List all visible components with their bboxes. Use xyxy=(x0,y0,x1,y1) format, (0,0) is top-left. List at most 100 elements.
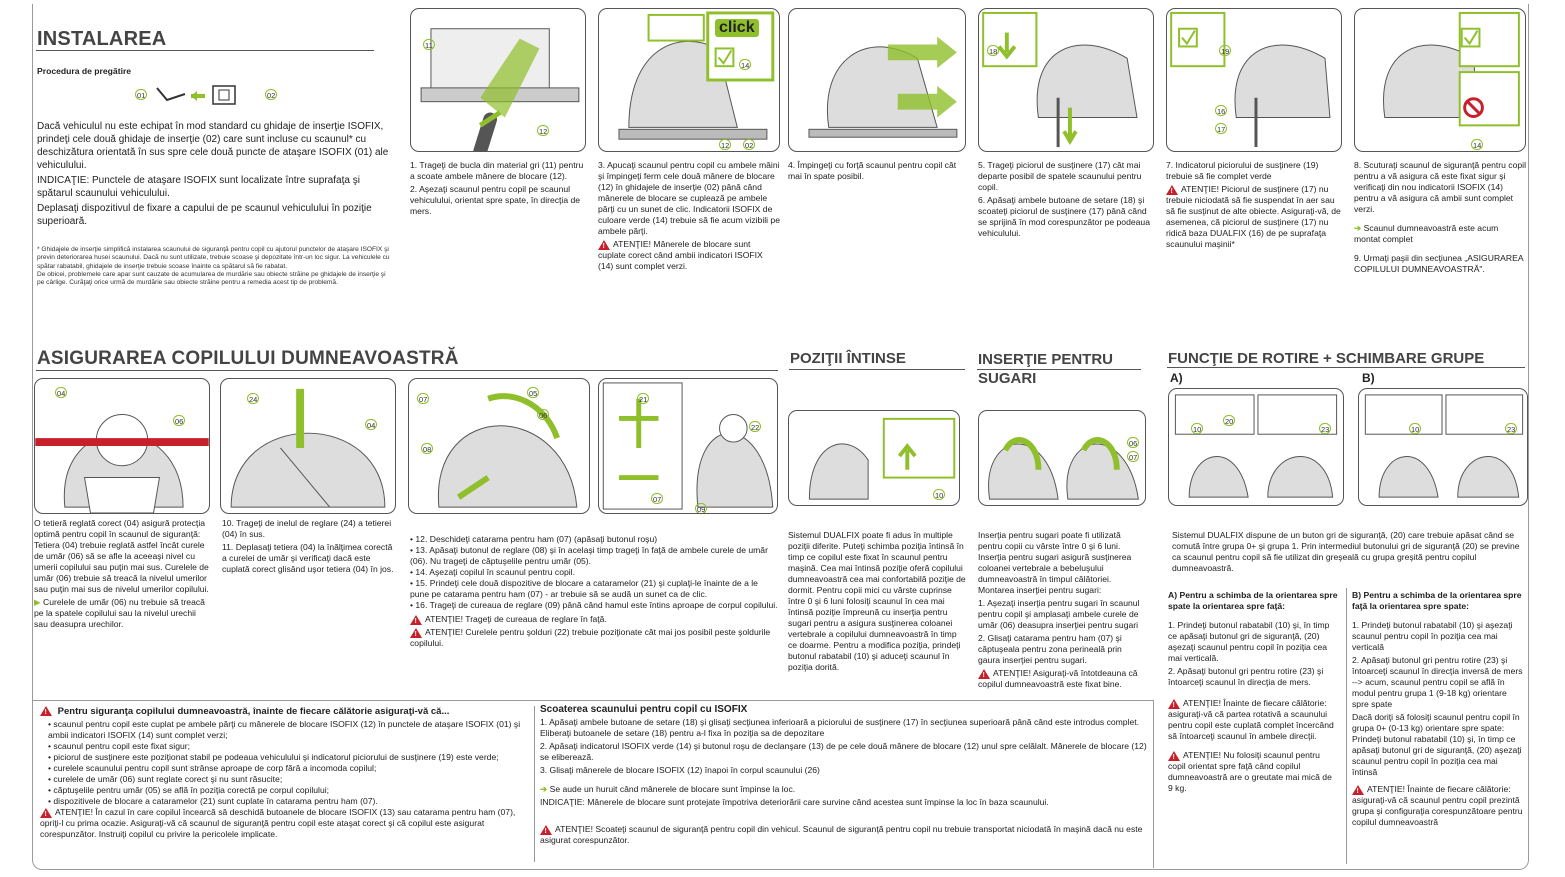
panel-step-3: click 14 12 02 xyxy=(598,8,780,152)
prep-illustration: 01 02 xyxy=(135,80,285,110)
warning-icon xyxy=(40,706,52,718)
install-title: INSTALAREA xyxy=(37,28,167,50)
label-12: 12 xyxy=(537,125,550,136)
secure-text-1: O tetieră reglată corect (04) asigură pr… xyxy=(34,518,209,629)
label-02b: 02 xyxy=(743,139,756,150)
label-08: 08 xyxy=(421,443,434,454)
install-text-3: 3. Apucaţi scaunul pentru copil cu ambel… xyxy=(598,160,780,274)
secure-text-3: 12. Deschideţi cataramа pentru ham (07) … xyxy=(410,534,778,651)
label-10: 10 xyxy=(933,489,946,500)
page-frame xyxy=(32,4,1529,870)
warning-icon xyxy=(410,627,422,640)
recline-title-rule xyxy=(789,369,965,370)
install-text-5-6: 5. Trageţi piciorul de susţinere (17) câ… xyxy=(978,160,1150,238)
rotate-section-a: A) Pentru a schimba de la orientarea spr… xyxy=(1168,590,1338,796)
safety-divider xyxy=(534,706,535,862)
rotate-intro: Sistemul DUALFIX dispune de un buton gri… xyxy=(1172,530,1520,573)
warning-icon xyxy=(40,807,52,820)
label-05: 05 xyxy=(527,387,540,398)
label-07b: 07 xyxy=(651,493,664,504)
panel-recline: 10 xyxy=(788,410,960,506)
label-16: 16 xyxy=(1215,105,1228,116)
label-19: 19 xyxy=(1219,45,1232,56)
label-01: 01 xyxy=(135,89,148,100)
label-12b: 12 xyxy=(719,139,732,150)
warning-icon xyxy=(1352,784,1364,797)
rotate-label-a: A) xyxy=(1170,371,1183,385)
label-10c: 10 xyxy=(1409,423,1422,434)
install-text-7: 7. Indicatorul piciorului de susţinere (… xyxy=(1166,160,1342,252)
label-14: 14 xyxy=(739,59,752,70)
install-footnote: * Ghidajele de inserţie simplifică insta… xyxy=(37,246,390,287)
label-07c: 07 xyxy=(1127,451,1140,462)
panel-harness: 07 05 06 08 xyxy=(408,378,590,514)
rotate-title-rule xyxy=(1167,367,1525,368)
click-label: click xyxy=(715,19,759,37)
install-prep-text: Dacă vehiculul nu este echipat în mod st… xyxy=(37,120,392,230)
panel-step-8: 14 xyxy=(1354,8,1526,152)
install-step-1: Dacă vehiculul nu este echipat în mod st… xyxy=(37,121,389,171)
triangle-bullet-icon: ▶ xyxy=(34,597,41,607)
warning-icon xyxy=(978,668,990,681)
rotate-divider xyxy=(1346,588,1347,864)
warning-icon xyxy=(598,239,610,252)
insert-text: Inserţia pentru sugari poate fi utilizat… xyxy=(978,530,1146,692)
warning-icon xyxy=(410,614,422,627)
panel-rotate-b: 10 23 xyxy=(1358,388,1528,506)
secure-title-rule xyxy=(36,370,778,371)
install-text-1-2: 1. Trageţi de bucla din material gri (11… xyxy=(410,160,584,216)
rotate-section-b: B) Pentru a schimba de la orientarea spr… xyxy=(1352,590,1524,830)
label-06c: 06 xyxy=(1127,437,1140,448)
label-02: 02 xyxy=(265,89,278,100)
label-21: 21 xyxy=(637,393,650,404)
label-23b: 23 xyxy=(1505,423,1518,434)
secure-title: ASIGURAREA COPILULUI DUMNEAVOASTRĂ xyxy=(37,348,459,369)
label-06: 06 xyxy=(173,415,186,426)
arrow-icon: ➔ xyxy=(1354,223,1362,233)
panel-step-7: 19 16 17 xyxy=(1166,8,1342,152)
warning-icon xyxy=(1168,698,1180,711)
label-04: 04 xyxy=(55,387,68,398)
removal-section: Scoaterea scaunului pentru copil cu ISOF… xyxy=(540,704,1148,848)
rotate-title: FUNCŢIE DE ROTIRE + SCHIMBARE GRUPE xyxy=(1168,350,1485,367)
warning-icon xyxy=(540,824,552,837)
label-17: 17 xyxy=(1215,123,1228,134)
label-22: 22 xyxy=(749,421,762,432)
panel-headrest: 04 06 xyxy=(34,378,210,514)
warning-icon xyxy=(1168,750,1180,763)
panel-step-1: 11 12 xyxy=(410,8,586,152)
label-04b: 04 xyxy=(365,419,378,430)
label-09: 09 xyxy=(695,503,708,514)
label-18: 18 xyxy=(987,45,1000,56)
label-11: 11 xyxy=(423,39,435,50)
panel-step-4 xyxy=(788,8,966,152)
warning-icon xyxy=(1166,184,1178,197)
rotate-label-b: B) xyxy=(1362,371,1375,385)
label-20: 20 xyxy=(1223,415,1236,426)
panel-buckle: 21 07 22 09 xyxy=(598,378,778,514)
panel-rotate-a: 10 20 23 xyxy=(1168,388,1344,506)
install-text-8-9: 8. Scuturaţi scaunul de siguranţă pentru… xyxy=(1354,160,1526,274)
install-indication: INDICAŢIE: Punctele de ataşare ISOFIX su… xyxy=(37,175,360,199)
insert-title: INSERŢIE PENTRU SUGARI xyxy=(978,351,1114,387)
arrow-icon: ➔ xyxy=(540,784,548,794)
label-07: 07 xyxy=(417,393,430,404)
label-23: 23 xyxy=(1319,423,1332,434)
label-14c: 14 xyxy=(1471,139,1484,150)
recline-text: Sistemul DUALFIX poate fi adus în multip… xyxy=(788,530,966,672)
label-10b: 10 xyxy=(1191,423,1204,434)
panel-insert: 06 07 xyxy=(978,410,1146,506)
insert-title-rule xyxy=(977,369,1141,370)
label-24: 24 xyxy=(247,393,260,404)
recline-title: POZIŢII ÎNTINSE xyxy=(790,350,906,367)
label-06b: 06 xyxy=(537,409,550,420)
install-text-4: 4. Împingeţi cu forţă scaunul pentru cop… xyxy=(788,160,957,181)
panel-headrest-adjust: 24 04 xyxy=(220,378,396,514)
safety-box xyxy=(32,700,1154,868)
safety-section: Pentru siguranţa copilului dumneavoastră… xyxy=(40,706,530,842)
install-title-rule xyxy=(36,50,374,51)
install-step-2: Deplasaţi dispozitivul de fixare a capul… xyxy=(37,203,372,227)
secure-text-2: 10. Trageţi de inelul de reglare (24) a … xyxy=(222,518,394,574)
panel-step-5-6: 18 xyxy=(978,8,1154,152)
prep-title: Procedura de pregătire xyxy=(37,66,132,76)
